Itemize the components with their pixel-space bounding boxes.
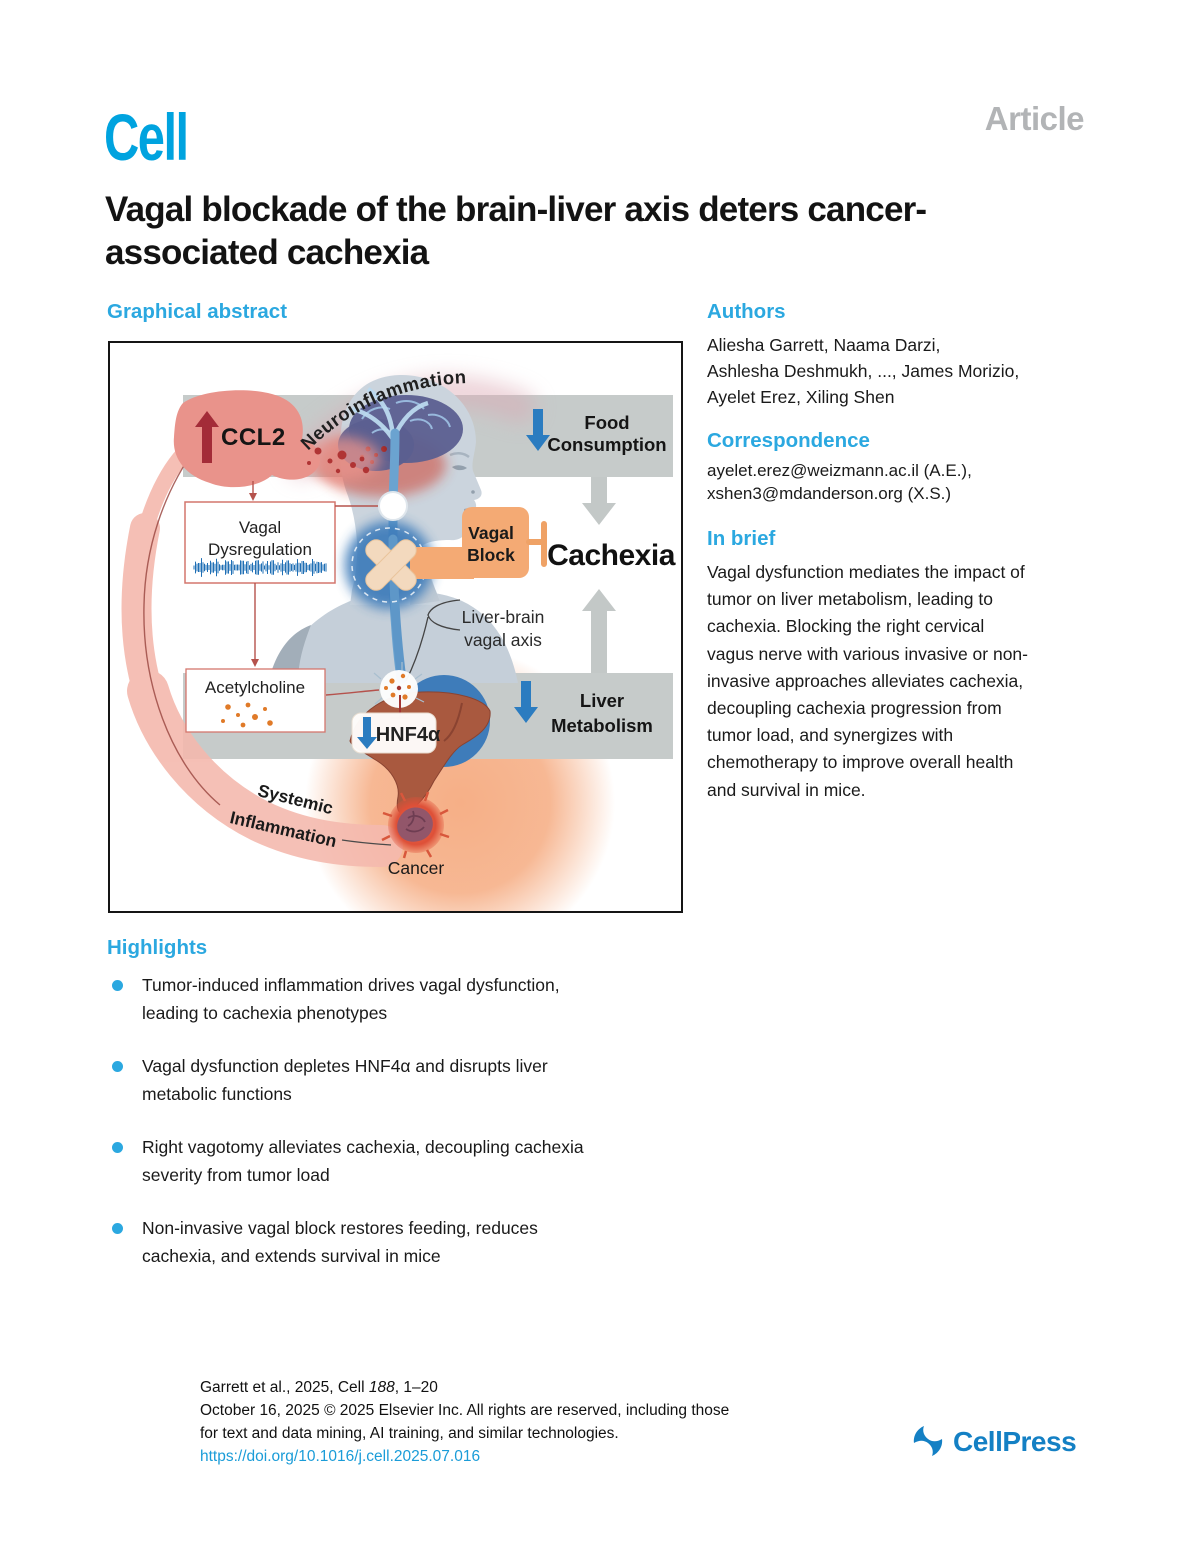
label-liver-metabolism-line1: Liver (580, 690, 624, 711)
label-vagal-dysregulation-line2: Dysregulation (208, 540, 312, 559)
graphical-abstract-svg: CCL2 Neuroinflammation Food Consumption … (121, 366, 676, 958)
article-type-label: Article (984, 100, 1085, 137)
label-cachexia: Cachexia (547, 539, 676, 572)
ccl2-up-arrow-icon (195, 411, 219, 463)
red-connectors (252, 481, 382, 696)
bullet-dot-icon (112, 1061, 123, 1072)
doi-link[interactable]: https://doi.org/10.1016/j.cell.2025.07.0… (200, 1448, 481, 1465)
bullet-dot-icon (112, 980, 123, 991)
citation-volume: 188 (368, 1379, 395, 1396)
highlight-text: Vagal dysfunction depletes HNF4α and dis… (142, 1056, 548, 1104)
food-down-arrow-icon (526, 409, 550, 451)
rights-line: for text and data mining, AI training, a… (200, 1425, 619, 1442)
inhibition-symbol-icon (526, 521, 547, 567)
vagal-block-site: Vagal Block (345, 491, 547, 684)
label-liver-brain-line1: Liver-brain (462, 607, 545, 627)
cellpress-logo-text: CellPress (953, 1426, 1077, 1457)
vagal-waveform (193, 558, 327, 577)
gray-down-arrow-icon (582, 477, 616, 525)
footer-citation-block: Garrett et al., 2025, Cell 188, 1–20 Oct… (200, 1376, 729, 1468)
label-acetylcholine: Acetylcholine (205, 678, 305, 697)
graphical-abstract-figure: CCL2 Neuroinflammation Food Consumption … (108, 341, 683, 958)
label-hnf4a: HNF4α (376, 724, 441, 746)
label-food-line2: Consumption (547, 434, 666, 455)
highlight-item: Vagal dysfunction depletes HNF4α and dis… (107, 1052, 687, 1108)
gray-up-arrow-icon (582, 589, 616, 673)
highlight-text: Non-invasive vagal block restores feedin… (142, 1218, 538, 1266)
cancer-tumor (381, 791, 450, 859)
citation-line: Garrett et al., 2025, Cell 188, 1–20 (200, 1379, 438, 1396)
bullet-dot-icon (112, 1223, 123, 1234)
arrowhead-to-acetylcholine-icon (251, 659, 259, 667)
label-vagal-block-line2: Block (467, 545, 515, 565)
highlights-list: Tumor-induced inflammation drives vagal … (107, 971, 687, 1295)
correspondence-emails: ayelet.erez@weizmann.ac.il (A.E.), xshen… (707, 461, 972, 503)
label-vagal-block-line1: Vagal (468, 523, 514, 543)
authors-names: Aliesha Garrett, Naama Darzi, Ashlesha D… (707, 335, 1020, 407)
inflammation-to-tumor-line (341, 839, 392, 846)
bandage-cross-icon (365, 539, 417, 591)
highlight-item: Non-invasive vagal block restores feedin… (107, 1214, 687, 1270)
label-food-line1: Food (584, 412, 629, 433)
hnf4a-down-arrow-icon (357, 717, 377, 749)
label-liver-metabolism-line2: Metabolism (551, 715, 653, 736)
in-brief-heading: In brief (707, 527, 776, 550)
acetylcholine-cloud (373, 662, 425, 708)
arrowhead-to-dysregulation-icon (249, 493, 257, 501)
highlight-item: Tumor-induced inflammation drives vagal … (107, 971, 687, 1027)
cellpress-logo-icon (913, 1426, 943, 1456)
cellpress-logo: CellPress (912, 1424, 1077, 1460)
correspondence-heading: Correspondence (707, 429, 870, 452)
highlight-text: Tumor-induced inflammation drives vagal … (142, 975, 560, 1023)
graphical-abstract-heading: Graphical abstract (107, 300, 288, 323)
hnf4a-box: HNF4α (351, 712, 441, 754)
label-cancer: Cancer (388, 858, 445, 878)
journal-logo: Cell (104, 100, 189, 174)
page-title: Vagal blockade of the brain-liver axis d… (105, 190, 927, 272)
vagal-dysregulation-box: Vagal Dysregulation (184, 501, 336, 584)
label-ccl2: CCL2 (221, 424, 286, 451)
highlights-heading: Highlights (107, 936, 208, 959)
highlight-text: Right vagotomy alleviates cachexia, deco… (142, 1137, 584, 1185)
in-brief-text: Vagal dysfunction mediates the impact of… (707, 562, 1028, 800)
label-liver-brain-line2: vagal axis (464, 630, 542, 650)
bullet-dot-icon (112, 1142, 123, 1153)
acetylcholine-box: Acetylcholine (185, 668, 326, 733)
highlight-item: Right vagotomy alleviates cachexia, deco… (107, 1133, 687, 1189)
copyright-line: October 16, 2025 © 2025 Elsevier Inc. Al… (200, 1402, 730, 1419)
inflammation-feedback-line (143, 444, 221, 806)
label-vagal-dysregulation-line1: Vagal (239, 518, 281, 537)
liver-metabolism-down-arrow-icon (514, 681, 538, 723)
nerve-node (378, 491, 408, 521)
authors-heading: Authors (707, 300, 786, 323)
